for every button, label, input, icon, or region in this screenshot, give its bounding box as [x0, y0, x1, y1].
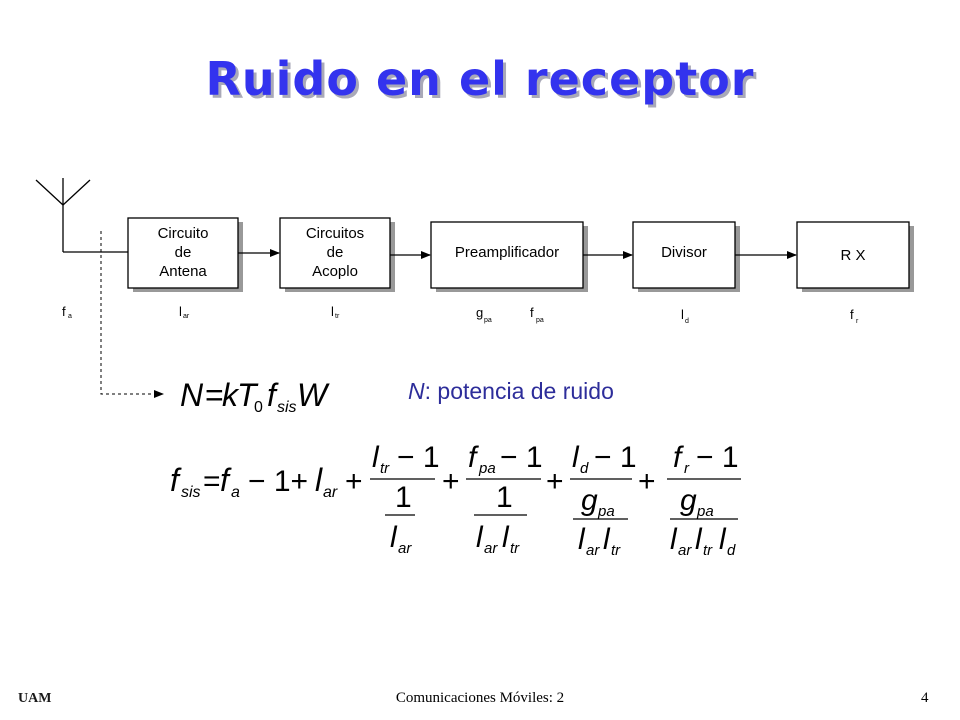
svg-text:− 1: − 1	[397, 441, 440, 474]
svg-text:ar: ar	[586, 542, 600, 559]
noise-power-equation: N = k T 0 f sis W	[180, 377, 330, 416]
svg-text:pa: pa	[696, 503, 714, 520]
svg-text:=: =	[205, 377, 224, 413]
svg-text:sis: sis	[181, 484, 201, 501]
svg-text:r: r	[856, 318, 859, 325]
symbol-fpa: fpa	[530, 305, 544, 324]
uam-logo-icon: UAM	[18, 691, 51, 706]
svg-text:f: f	[673, 441, 684, 474]
svg-text:ar: ar	[484, 540, 498, 557]
svg-text:l: l	[681, 307, 684, 322]
svg-text:+: +	[638, 465, 656, 498]
block-preamplificador: Preamplificador	[430, 221, 584, 289]
svg-text:− 1+: − 1+	[248, 465, 308, 498]
svg-text:f: f	[62, 304, 66, 319]
system-noise-factor-equation: f sis = f a − 1+ l ar + l tr − 1 1 l ar …	[170, 441, 741, 559]
svg-text:1: 1	[395, 481, 412, 514]
svg-text:− 1: − 1	[696, 441, 739, 474]
svg-text:f: f	[530, 305, 534, 320]
svg-text:l: l	[331, 304, 334, 319]
svg-text:l: l	[603, 523, 611, 556]
block-label-line: Divisor	[661, 244, 707, 261]
svg-text:tr: tr	[703, 542, 713, 559]
block-label-line: Circuitos	[306, 225, 364, 242]
svg-text:f: f	[850, 307, 854, 322]
svg-text:l: l	[670, 523, 678, 556]
svg-text:pa: pa	[536, 317, 544, 324]
svg-text:l: l	[572, 441, 580, 474]
svg-text:pa: pa	[478, 460, 496, 477]
block-divisor: Divisor	[632, 221, 736, 289]
svg-text:l: l	[315, 462, 323, 498]
block-circuito-antena: Circuito de Antena	[127, 217, 239, 289]
svg-text:tr: tr	[335, 313, 340, 320]
slide-title: Ruido en el receptor	[205, 52, 755, 106]
block-rx: R X	[796, 221, 910, 289]
svg-text:d: d	[580, 460, 589, 477]
svg-text:− 1: − 1	[594, 441, 637, 474]
svg-text:g: g	[581, 484, 598, 517]
svg-text:k: k	[222, 377, 240, 413]
svg-text:l: l	[719, 523, 727, 556]
svg-text:a: a	[68, 313, 72, 320]
svg-text:ar: ar	[398, 540, 412, 557]
block-label-line: de	[175, 244, 192, 261]
svg-text:N: N	[180, 377, 204, 413]
block-label-line: R X	[840, 247, 865, 264]
svg-text:sis: sis	[277, 399, 297, 416]
svg-text:l: l	[578, 523, 586, 556]
svg-text:l: l	[502, 521, 510, 554]
svg-text:W: W	[297, 377, 330, 413]
svg-text:+: +	[442, 465, 460, 498]
svg-text:+: +	[345, 465, 363, 498]
svg-text:pa: pa	[597, 503, 615, 520]
symbol-gpa: gpa	[476, 305, 492, 324]
svg-text:f: f	[468, 441, 479, 474]
svg-text:tr: tr	[611, 542, 621, 559]
svg-text:l: l	[476, 521, 484, 554]
noise-description: : potencia de ruido	[424, 378, 614, 404]
svg-text:tr: tr	[510, 540, 520, 557]
svg-text:g: g	[680, 484, 697, 517]
svg-text:l: l	[695, 523, 703, 556]
noise-symbol: N	[408, 378, 425, 404]
svg-text:T: T	[237, 377, 259, 413]
svg-text:d: d	[727, 542, 736, 559]
svg-text:l: l	[179, 304, 182, 319]
svg-text:ar: ar	[678, 542, 692, 559]
block-label-line: de	[327, 244, 344, 261]
antenna-icon	[35, 178, 129, 253]
svg-text:a: a	[231, 484, 240, 501]
slide-footer: Comunicaciones Móviles: 2	[395, 690, 565, 706]
svg-text:r: r	[684, 460, 690, 477]
svg-text:ar: ar	[323, 484, 338, 501]
svg-text:− 1: − 1	[500, 441, 543, 474]
svg-text:0: 0	[254, 399, 263, 416]
svg-text:=: =	[203, 465, 221, 498]
svg-text:UAM: UAM	[18, 691, 51, 706]
svg-text:d: d	[685, 318, 689, 325]
svg-text:ar: ar	[183, 313, 190, 320]
svg-text:l: l	[390, 521, 398, 554]
svg-text:1: 1	[496, 481, 513, 514]
svg-text:g: g	[476, 305, 483, 320]
block-label-line: Antena	[159, 263, 207, 280]
svg-text:pa: pa	[484, 317, 492, 324]
noise-power-label: N: potencia de ruido	[408, 378, 614, 405]
block-label-line: Acoplo	[312, 263, 358, 280]
svg-text:+: +	[546, 465, 564, 498]
svg-text:tr: tr	[380, 460, 390, 477]
block-label-line: Preamplificador	[455, 244, 559, 261]
block-circuitos-acoplo: Circuitos de Acoplo	[279, 217, 391, 289]
block-label-line: Circuito	[158, 225, 209, 242]
dashed-tap-arrow	[100, 231, 164, 398]
page-number: 4	[921, 690, 929, 706]
svg-text:l: l	[372, 441, 380, 474]
